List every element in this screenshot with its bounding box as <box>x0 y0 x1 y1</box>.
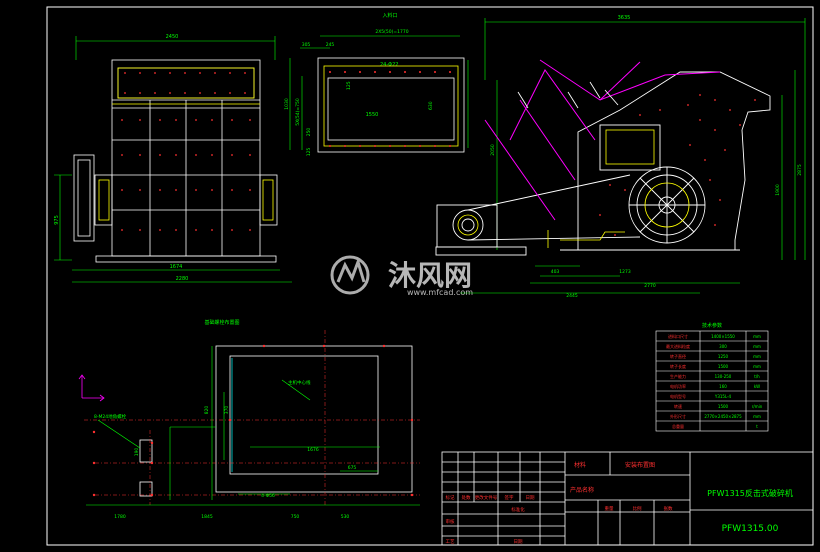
title-product-label: 产品名称 <box>570 486 594 494</box>
foundation-center-note: 主机中心线 <box>288 379 311 386</box>
foundation-dim-bottom-2: 1845 <box>201 514 213 520</box>
watermark-logo <box>330 255 370 295</box>
top-view-dim-left-a: 305 <box>302 42 311 48</box>
foundation-dim-bottom-4: 530 <box>341 514 350 520</box>
top-view-title: 入料口 <box>382 12 397 19</box>
spec-cell-r1-c2: mm <box>753 344 761 349</box>
title-col-label-2: 处数 <box>462 494 471 501</box>
foundation-title: 基础螺栓布置图 <box>204 319 239 326</box>
spec-cell-r4-c0: 生产能力 <box>670 373 686 379</box>
title-drawing-title: 安装布置图 <box>625 461 655 469</box>
front-view-bottom-dim-2: 2280 <box>176 276 189 282</box>
spec-cell-r4-c1: 130-250 <box>715 374 732 379</box>
side-view-bottom-dim-4: 2445 <box>566 293 578 299</box>
spec-cell-r8-c0: 外形尺寸 <box>670 413 686 419</box>
side-view-bottom-dim-2: 1273 <box>619 269 631 275</box>
top-view-dim-right: 630 <box>428 101 434 110</box>
spec-cell-r7-c2: r/min <box>752 404 763 409</box>
spec-cell-r0-c0: 进料口尺寸 <box>668 333 688 339</box>
title-product-name: PFW1315反击式破碎机 <box>707 488 793 498</box>
side-view-right-dim-2: 1900 <box>775 184 781 196</box>
foundation-dim-bottom-3: 750 <box>291 514 300 520</box>
spec-cell-r5-c0: 电机功率 <box>670 383 686 389</box>
drawing-frame <box>46 6 814 546</box>
spec-cell-r7-c0: 转速 <box>674 403 682 409</box>
side-view: 3635 2875 1900 2050 403 1273 2770 2445 <box>435 15 806 299</box>
title-col-label-5: 日期 <box>526 495 535 501</box>
spec-cell-r3-c0: 转子长度 <box>670 363 686 369</box>
foundation-dim-f: 370 <box>224 406 230 415</box>
top-view-dim-top: 2X5(50)=1770 <box>375 29 408 35</box>
foundation-dim-d: 4-Φ56 <box>261 493 275 499</box>
spec-cell-r8-c2: mm <box>753 414 761 419</box>
title-role-label-1: 审核 <box>446 518 455 525</box>
title-block: 标记 处数 更改文件号 签字 日期 审核 标准化 工艺 日期 材料 安装布置图 … <box>441 451 814 546</box>
spec-cell-r0-c1: 1400×1550 <box>711 334 735 339</box>
front-view-bottom-dim-1: 1674 <box>170 264 183 270</box>
title-col-label-1: 标记 <box>446 494 455 501</box>
foundation-dim-c: 820 <box>204 406 210 415</box>
spec-cell-r6-c1: Y315L-4 <box>714 394 732 399</box>
spec-cell-r1-c1: 300 <box>719 344 727 349</box>
title-sheet-label: 张数 <box>664 505 673 512</box>
title-weight-label: 重量 <box>605 505 614 512</box>
spec-cell-r5-c2: kW <box>754 384 760 389</box>
top-view-dim-h2: 5X(54)=750 <box>295 98 301 126</box>
top-view-dim-h1: 1030 <box>284 98 290 110</box>
spec-cell-r7-c1: 1500 <box>718 404 729 409</box>
spec-cell-r9-c2: t <box>756 424 758 429</box>
foundation-dim-e: 190 <box>134 448 140 457</box>
spec-cell-r2-c0: 转子直径 <box>670 353 686 359</box>
foundation-bolt-label: 8-M24地角螺栓 <box>94 413 127 420</box>
top-view-dim-h4: 125 <box>306 148 312 157</box>
title-col-label-4: 签字 <box>505 494 514 501</box>
title-col-label-3: 更改文件号 <box>475 494 498 501</box>
top-view-dim-inner: 1550 <box>366 112 379 118</box>
front-view: 2450 1674 2280 975 <box>54 34 292 283</box>
spec-cell-r2-c1: 1250 <box>718 354 729 359</box>
side-view-right-dim: 2875 <box>797 164 803 176</box>
spec-cell-r8-c1: 2770×2450×2875 <box>704 414 742 419</box>
top-view-dim-left-b: 245 <box>326 42 335 48</box>
side-view-bottom-dim-1: 403 <box>551 269 560 275</box>
spec-cell-r5-c1: 160 <box>719 384 727 389</box>
title-drawing-number: PFW1315.00 <box>722 524 779 534</box>
side-view-bottom-dim-3: 2770 <box>644 283 656 289</box>
spec-cell-r2-c2: mm <box>753 354 761 359</box>
top-view-dim-h3: 250 <box>306 128 312 137</box>
title-row-label-2: 日期 <box>514 539 523 545</box>
spec-cell-r3-c1: 1500 <box>718 364 729 369</box>
side-view-top-dim: 3635 <box>618 15 631 21</box>
spec-table-title: 技术参数 <box>702 322 722 329</box>
top-view-dim-r: 125 <box>346 81 352 90</box>
top-view: 入料口 2X5(50)=1770 305 245 24-Φ22 125 1550… <box>284 12 469 157</box>
spec-table: 技术参数 进料口尺寸 1400×1550 mm 最大进料粒度 300 mm 转子直径 1250… <box>655 322 769 432</box>
foundation-dim-b: 675 <box>348 465 357 471</box>
spec-cell-r0-c2: mm <box>753 334 761 339</box>
top-view-hole-label: 24-Φ22 <box>380 62 398 68</box>
foundation-dim-a: 1676 <box>307 447 319 453</box>
title-scale-label: 比例 <box>633 505 642 512</box>
side-view-left-dim: 2050 <box>490 144 496 156</box>
foundation-view: 基础螺栓布置图 <box>78 319 420 520</box>
watermark-url: www.mfcad.com <box>407 288 473 297</box>
watermark: 沐风网 www.mfcad.com <box>330 255 473 297</box>
spec-cell-r3-c2: mm <box>753 364 761 369</box>
watermark-name: 沐风网 <box>388 259 472 292</box>
spec-cell-r4-c2: t/h <box>754 374 760 379</box>
spec-cell-r6-c0: 电机型号 <box>670 393 686 399</box>
title-role-label-2: 标准化 <box>511 506 525 513</box>
front-view-left-dim: 975 <box>54 215 60 225</box>
front-view-top-dim: 2450 <box>166 34 179 40</box>
spec-cell-r1-c0: 最大进料粒度 <box>666 343 690 349</box>
title-material-label: 材料 <box>574 461 586 469</box>
spec-cell-r9-c0: 总重量 <box>672 423 684 429</box>
title-row-label-1: 工艺 <box>446 539 455 545</box>
foundation-dim-bottom-1: 1780 <box>114 514 126 520</box>
